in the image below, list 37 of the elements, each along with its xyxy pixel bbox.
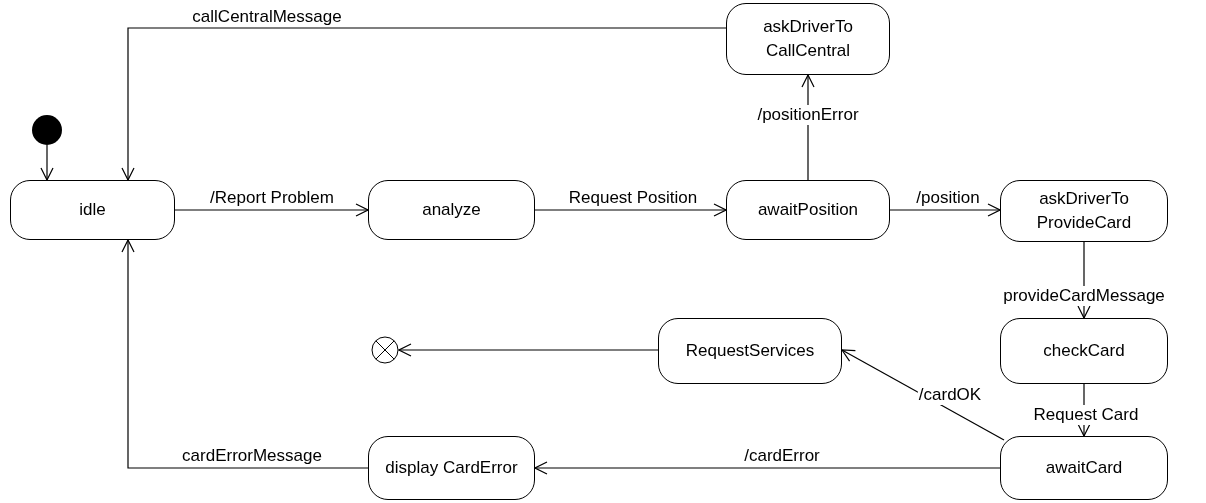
final-state-icon: [371, 336, 399, 364]
transition-arrow: [174, 203, 369, 217]
edge-label: Request Position: [567, 188, 699, 208]
state-box: [658, 318, 842, 384]
transition-arrow: [534, 461, 1001, 475]
state-name: idle: [79, 199, 106, 221]
edge-label: cardErrorMessage: [181, 446, 323, 466]
state-name: checkCard: [1043, 340, 1125, 362]
state-name: askDriverTo ProvideCard: [1035, 188, 1133, 234]
transition-arrow: [398, 343, 659, 357]
state-name: awaitCard: [1045, 457, 1123, 479]
transition-arrow: [534, 203, 727, 217]
state-name: RequestServices: [685, 340, 815, 362]
state-box: [726, 3, 890, 75]
state-box: [1000, 318, 1168, 384]
state-box: [1000, 180, 1168, 242]
state-box: [726, 180, 890, 240]
state-name: awaitPosition: [757, 199, 859, 221]
state-box: [368, 436, 535, 500]
edge-label: /Report Problem: [209, 188, 335, 208]
edge-label: /positionError: [756, 105, 860, 125]
transition-arrow: [889, 203, 1001, 217]
state-name: display CardError: [385, 457, 518, 479]
state-box: [368, 180, 535, 240]
initial-state-dot: [32, 115, 62, 145]
transition-arrow: [40, 144, 54, 181]
edge-label: /cardOK: [917, 385, 983, 405]
edge-label: /position: [915, 188, 981, 208]
edge-label: callCentralMessage: [191, 7, 343, 27]
transition-arrow: [121, 27, 727, 181]
state-box: [1000, 436, 1168, 500]
edge-label: provideCardMessage: [1002, 286, 1166, 306]
edge-label: Request Card: [1032, 405, 1140, 425]
state-box: [10, 180, 175, 240]
transition-arrow: [121, 239, 369, 469]
state-name: askDriverTo CallCentral: [762, 16, 854, 62]
state-name: analyze: [422, 199, 481, 221]
